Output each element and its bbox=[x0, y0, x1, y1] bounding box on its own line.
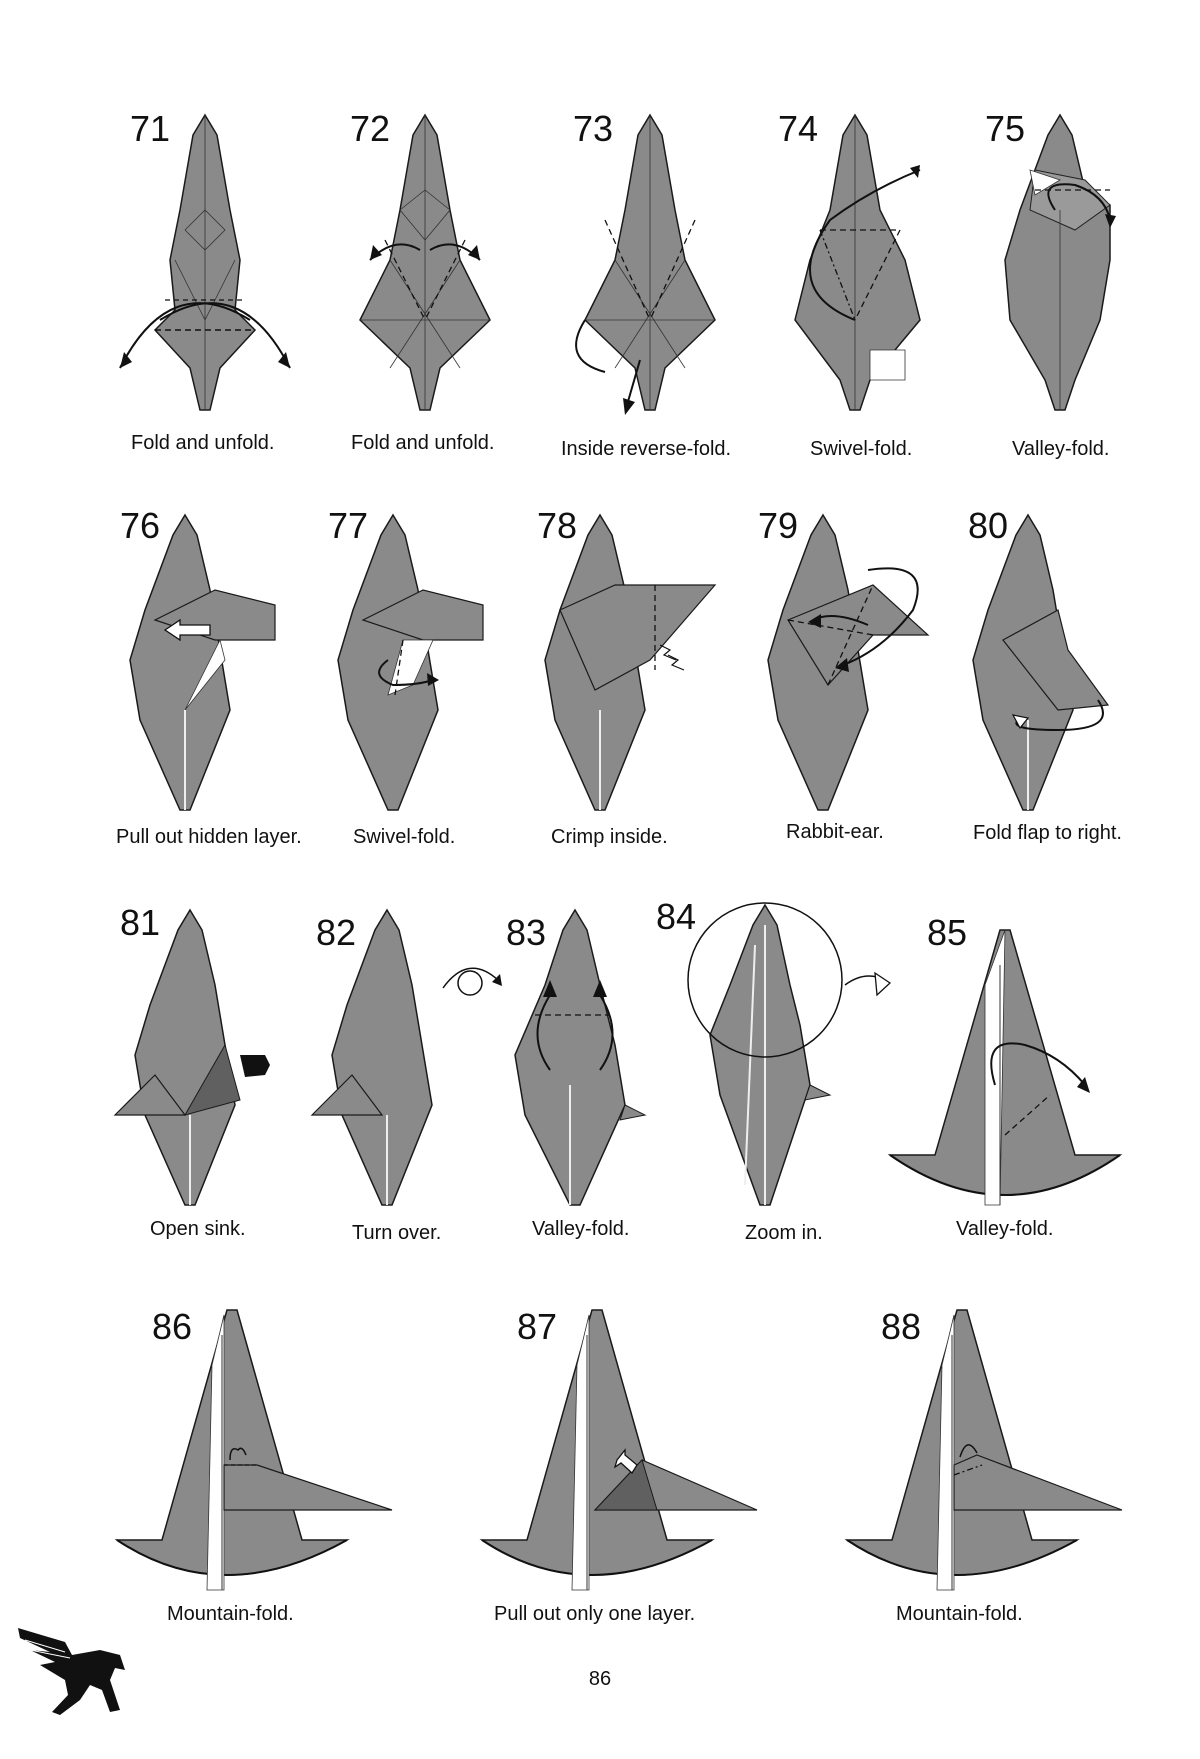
step-number: 80 bbox=[968, 505, 1009, 546]
step-caption: Mountain-fold. bbox=[896, 1603, 1023, 1625]
step-caption: Pull out hidden layer. bbox=[116, 826, 302, 848]
step-number: 83 bbox=[506, 912, 547, 953]
step-number: 71 bbox=[130, 108, 171, 149]
diagram-step-72 bbox=[359, 113, 491, 411]
step-caption: Open sink. bbox=[150, 1218, 246, 1240]
step-number: 86 bbox=[152, 1306, 193, 1347]
diagram-step-86 bbox=[114, 1309, 393, 1591]
diagram-step-78 bbox=[544, 513, 717, 811]
step-caption: Valley-fold. bbox=[956, 1218, 1054, 1240]
step-caption: Fold and unfold. bbox=[131, 432, 275, 454]
step-caption: Inside reverse-fold. bbox=[561, 438, 732, 460]
step-caption: Zoom in. bbox=[745, 1222, 823, 1244]
step-caption: Valley-fold. bbox=[532, 1218, 630, 1240]
page-number: 86 bbox=[588, 1668, 612, 1690]
step-caption: Fold flap to right. bbox=[973, 822, 1122, 844]
step-number: 74 bbox=[778, 108, 819, 149]
diagram-step-79 bbox=[767, 513, 930, 811]
diagram-step-84 bbox=[687, 902, 892, 1206]
step-number: 76 bbox=[120, 505, 161, 546]
step-number: 81 bbox=[120, 902, 161, 943]
step-number: 73 bbox=[573, 108, 614, 149]
diagram-step-75 bbox=[1004, 113, 1116, 411]
diagram-step-71 bbox=[119, 113, 291, 411]
step-caption: Fold and unfold. bbox=[351, 432, 495, 454]
diagram-step-87 bbox=[479, 1309, 758, 1591]
step-number: 88 bbox=[881, 1306, 922, 1347]
diagram-step-73 bbox=[575, 113, 716, 415]
diagram-step-77 bbox=[337, 513, 484, 811]
step-number: 79 bbox=[758, 505, 799, 546]
step-caption: Swivel-fold. bbox=[353, 826, 456, 848]
diagram-step-80 bbox=[972, 513, 1110, 811]
step-number: 75 bbox=[985, 108, 1026, 149]
diagram-step-74 bbox=[794, 113, 921, 411]
diagram-step-83 bbox=[514, 908, 647, 1206]
step-caption: Rabbit-ear. bbox=[786, 821, 884, 843]
pegasus-icon bbox=[18, 1628, 125, 1715]
step-caption: Turn over. bbox=[352, 1222, 442, 1244]
diagram-step-85 bbox=[887, 929, 1123, 1206]
step-number: 82 bbox=[316, 912, 357, 953]
step-number: 77 bbox=[328, 505, 369, 546]
diagram-step-81 bbox=[113, 908, 270, 1206]
step-number: 78 bbox=[537, 505, 578, 546]
step-caption: Crimp inside. bbox=[551, 826, 668, 848]
step-caption: Mountain-fold. bbox=[167, 1603, 294, 1625]
step-number: 87 bbox=[517, 1306, 558, 1347]
step-number: 84 bbox=[656, 896, 697, 937]
step-caption: Valley-fold. bbox=[1012, 438, 1110, 460]
step-caption: Swivel-fold. bbox=[810, 438, 913, 460]
step-caption: Pull out only one layer. bbox=[494, 1603, 696, 1625]
diagram-step-76 bbox=[129, 513, 276, 811]
step-number: 85 bbox=[927, 912, 968, 953]
step-number: 72 bbox=[350, 108, 391, 149]
turn-over-icon bbox=[442, 967, 502, 996]
diagram-step-88 bbox=[844, 1309, 1123, 1591]
diagram-step-82 bbox=[310, 908, 433, 1206]
